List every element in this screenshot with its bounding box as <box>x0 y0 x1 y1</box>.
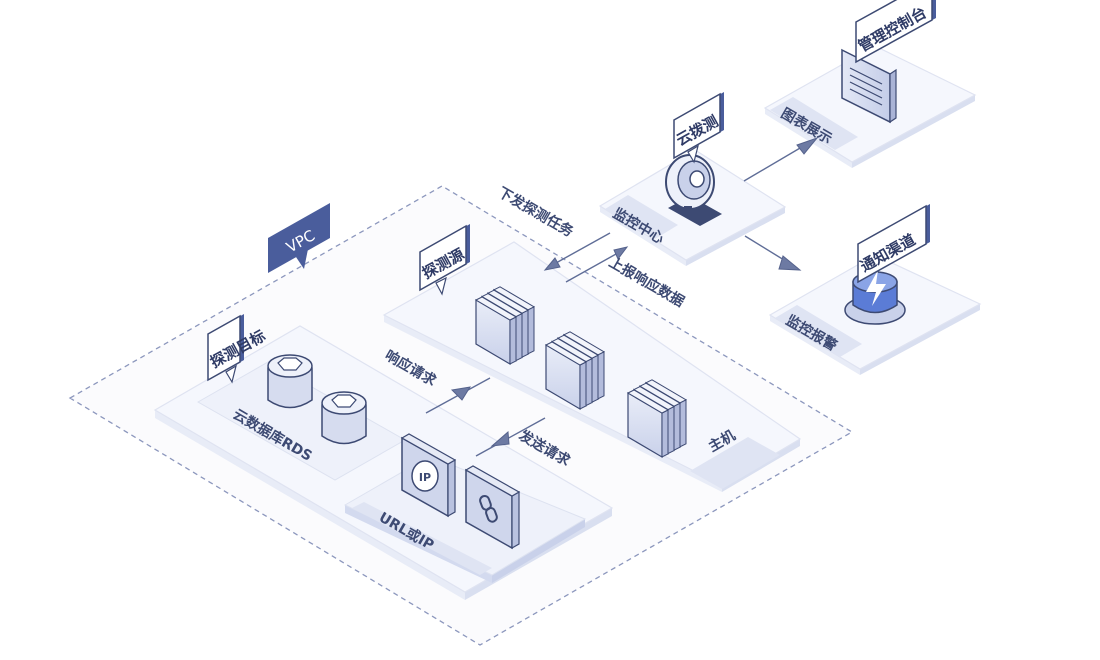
link-icon <box>479 494 498 523</box>
lightning-icon <box>866 270 886 306</box>
console-document-icon <box>841 48 897 124</box>
dispatch-task-arrowhead <box>543 257 561 271</box>
server-panel-side <box>661 409 669 458</box>
link-tile <box>464 465 521 550</box>
server-panel-side <box>667 405 675 455</box>
send-request-line <box>475 417 546 457</box>
server-panel-side <box>527 305 535 355</box>
database-icon <box>267 354 367 445</box>
report-data-arrowhead <box>613 246 629 260</box>
report-data-line <box>565 248 626 283</box>
ip-icon-text: IP <box>419 471 431 484</box>
vpc-region <box>68 185 854 646</box>
server-panel-side <box>579 361 587 410</box>
server-panel-side <box>515 312 523 362</box>
server-panel-side <box>585 357 593 407</box>
server-panel-top <box>544 341 588 366</box>
send-request-arrowhead <box>490 430 510 447</box>
to-console-arrowhead <box>796 136 819 155</box>
response-request-arrowhead <box>450 386 472 401</box>
monitor-center-flag: 云拨测 <box>673 92 724 164</box>
connector-arrows <box>425 136 819 457</box>
camera-icon <box>665 154 722 226</box>
server-stack-icon <box>474 286 688 459</box>
server-panel-top <box>474 296 518 321</box>
alarm-lamp-icon <box>844 270 906 325</box>
to-alarm-arrowhead <box>778 255 802 271</box>
probe-target-flag: 探测目标 <box>207 314 268 384</box>
server-panel-side <box>591 354 599 404</box>
server-panel-side <box>521 309 529 359</box>
server-panel-side <box>509 316 517 365</box>
ip-icon <box>411 460 439 492</box>
console-flag: 管理控制台 <box>855 0 936 64</box>
server-panel-side <box>673 402 681 452</box>
server-panel-side <box>679 398 687 448</box>
server-panel-top <box>626 389 670 414</box>
probe-source-flag: 探测源 <box>419 224 470 296</box>
ip-tile: IP <box>400 433 457 518</box>
server-panel-side <box>597 350 605 400</box>
